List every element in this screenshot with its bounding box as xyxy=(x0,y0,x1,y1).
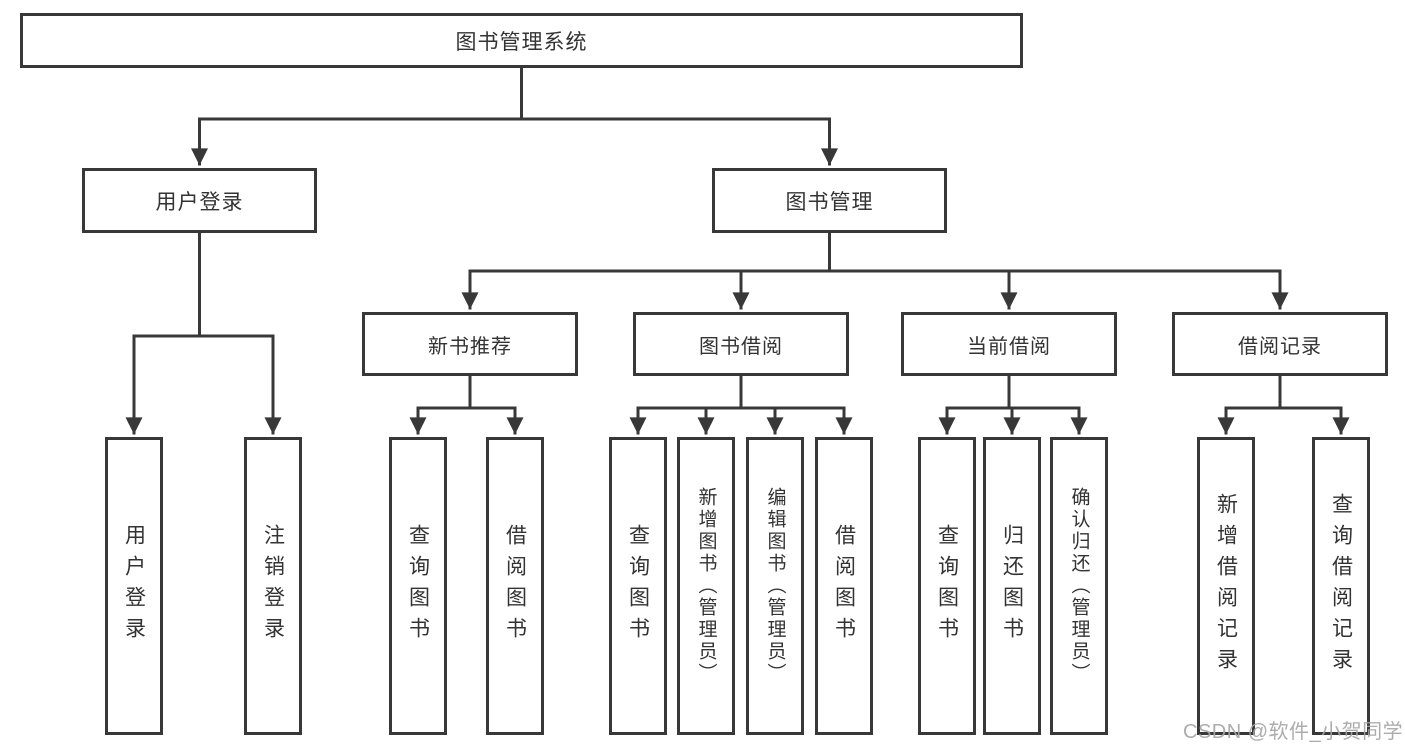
leaf-label: 查询借阅记录 xyxy=(1329,493,1353,679)
connector-user-login-to-leaves xyxy=(125,231,282,435)
leaf-label: 借阅图书 xyxy=(503,524,527,648)
connector-book-borrow-to-leaves xyxy=(629,374,853,435)
leaf-logout: 注销登录 xyxy=(244,437,302,735)
node-new-book-recommend: 新书推荐 xyxy=(362,312,578,376)
connector-current-borrow-to-leaves xyxy=(938,374,1088,435)
leaf-label: 确认归还（管理员） xyxy=(1068,487,1090,685)
leaf-query-books-current: 查询图书 xyxy=(918,437,976,735)
node-book-borrow: 图书借阅 xyxy=(633,312,849,376)
leaf-add-borrow-record: 新增借阅记录 xyxy=(1197,437,1255,735)
leaf-borrow-books: 借阅图书 xyxy=(815,437,873,735)
leaf-edit-book-admin: 编辑图书（管理员） xyxy=(746,437,804,735)
leaf-add-book-admin: 新增图书（管理员） xyxy=(677,437,735,735)
node-root: 图书管理系统 xyxy=(20,13,1023,68)
connector-root-to-level2 xyxy=(191,66,838,166)
leaf-label: 新增图书（管理员） xyxy=(695,487,717,685)
leaf-query-books-recommend: 查询图书 xyxy=(389,437,447,735)
connector-book-management-to-level3 xyxy=(461,231,1289,310)
csdn-watermark: CSDN @软件_小贺同学 xyxy=(1183,721,1404,743)
connector-new-book-recommend-to-leaves xyxy=(409,374,524,435)
leaf-label: 用户登录 xyxy=(122,524,146,648)
leaf-return-book: 归还图书 xyxy=(983,437,1041,735)
leaf-label: 查询图书 xyxy=(406,524,430,648)
leaf-label: 归还图书 xyxy=(1000,524,1024,648)
leaf-query-books-borrow: 查询图书 xyxy=(609,437,667,735)
leaf-confirm-return-admin: 确认归还（管理员） xyxy=(1050,437,1108,735)
node-borrow-records: 借阅记录 xyxy=(1172,312,1388,376)
leaf-label: 注销登录 xyxy=(261,524,285,648)
leaf-label: 查询图书 xyxy=(626,524,650,648)
leaf-label: 新增借阅记录 xyxy=(1214,493,1238,679)
node-current-borrow: 当前借阅 xyxy=(901,312,1117,376)
leaf-borrow-books-recommend: 借阅图书 xyxy=(486,437,544,735)
leaf-label: 借阅图书 xyxy=(832,524,856,648)
node-book-management: 图书管理 xyxy=(712,168,947,233)
node-user-login: 用户登录 xyxy=(82,168,317,233)
leaf-label: 查询图书 xyxy=(935,524,959,648)
leaf-label: 编辑图书（管理员） xyxy=(764,487,786,685)
connector-borrow-records-to-leaves xyxy=(1217,374,1350,435)
leaf-query-borrow-record: 查询借阅记录 xyxy=(1312,437,1370,735)
leaf-user-login: 用户登录 xyxy=(105,437,163,735)
